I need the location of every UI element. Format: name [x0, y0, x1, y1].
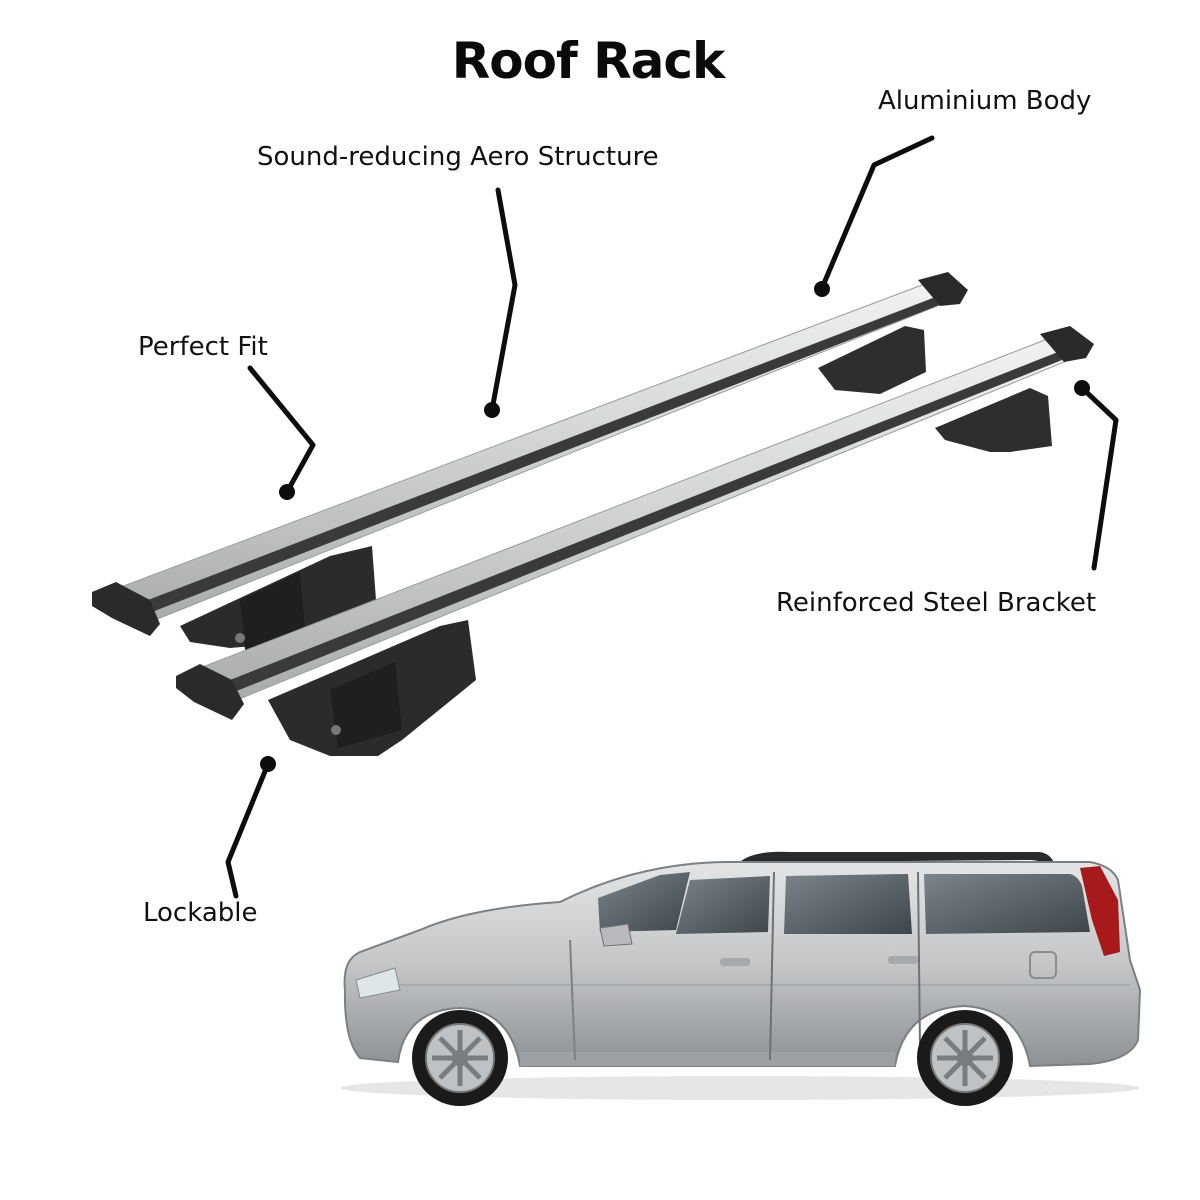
leader-dot-aluminium [814, 281, 830, 297]
roof-bar-back [92, 272, 968, 650]
car-roof-rail [735, 851, 1055, 870]
roof-bar-front [176, 326, 1094, 756]
feature-label-lockable: Lockable [143, 898, 258, 928]
car-wheel-front [412, 1010, 508, 1106]
leader-line-aero [489, 187, 518, 413]
end-cap-back-left [92, 582, 160, 636]
car-window-cargo [924, 874, 1090, 934]
bracket-back-right [818, 326, 926, 394]
end-cap-front-right [1040, 326, 1094, 362]
bracket-front-right [935, 388, 1052, 452]
car-headlight [355, 967, 401, 999]
car-side-mirror [599, 923, 633, 947]
lock-cylinder-front [331, 725, 341, 735]
leader-dot-lock [260, 756, 276, 772]
leader-line-aluminium [819, 135, 935, 291]
car-windshield [598, 872, 690, 932]
leader-line-fit [247, 365, 316, 495]
page-title: Roof Rack [451, 32, 726, 90]
car-taillight [1080, 866, 1120, 956]
feature-label-perfect-fit: Perfect Fit [138, 332, 268, 362]
leader-dot-steel [1074, 380, 1090, 396]
feature-label-aero-structure: Sound-reducing Aero Structure [257, 142, 659, 172]
lock-cylinder-back [235, 633, 245, 643]
car-wheel-rear [917, 1010, 1013, 1106]
feature-label-steel-bracket: Reinforced Steel Bracket [776, 588, 1097, 618]
leader-line-lock [225, 761, 271, 899]
leader-dot-aero [484, 402, 500, 418]
feature-label-aluminium-body: Aluminium Body [878, 86, 1092, 116]
leader-line-steel [1079, 385, 1119, 571]
station-wagon-car [340, 851, 1142, 1106]
end-cap-back-right [918, 272, 968, 306]
leader-dot-fit [279, 484, 295, 500]
end-cap-front-left [176, 664, 244, 720]
car-window-front [676, 876, 770, 934]
car-window-rear [784, 874, 912, 934]
